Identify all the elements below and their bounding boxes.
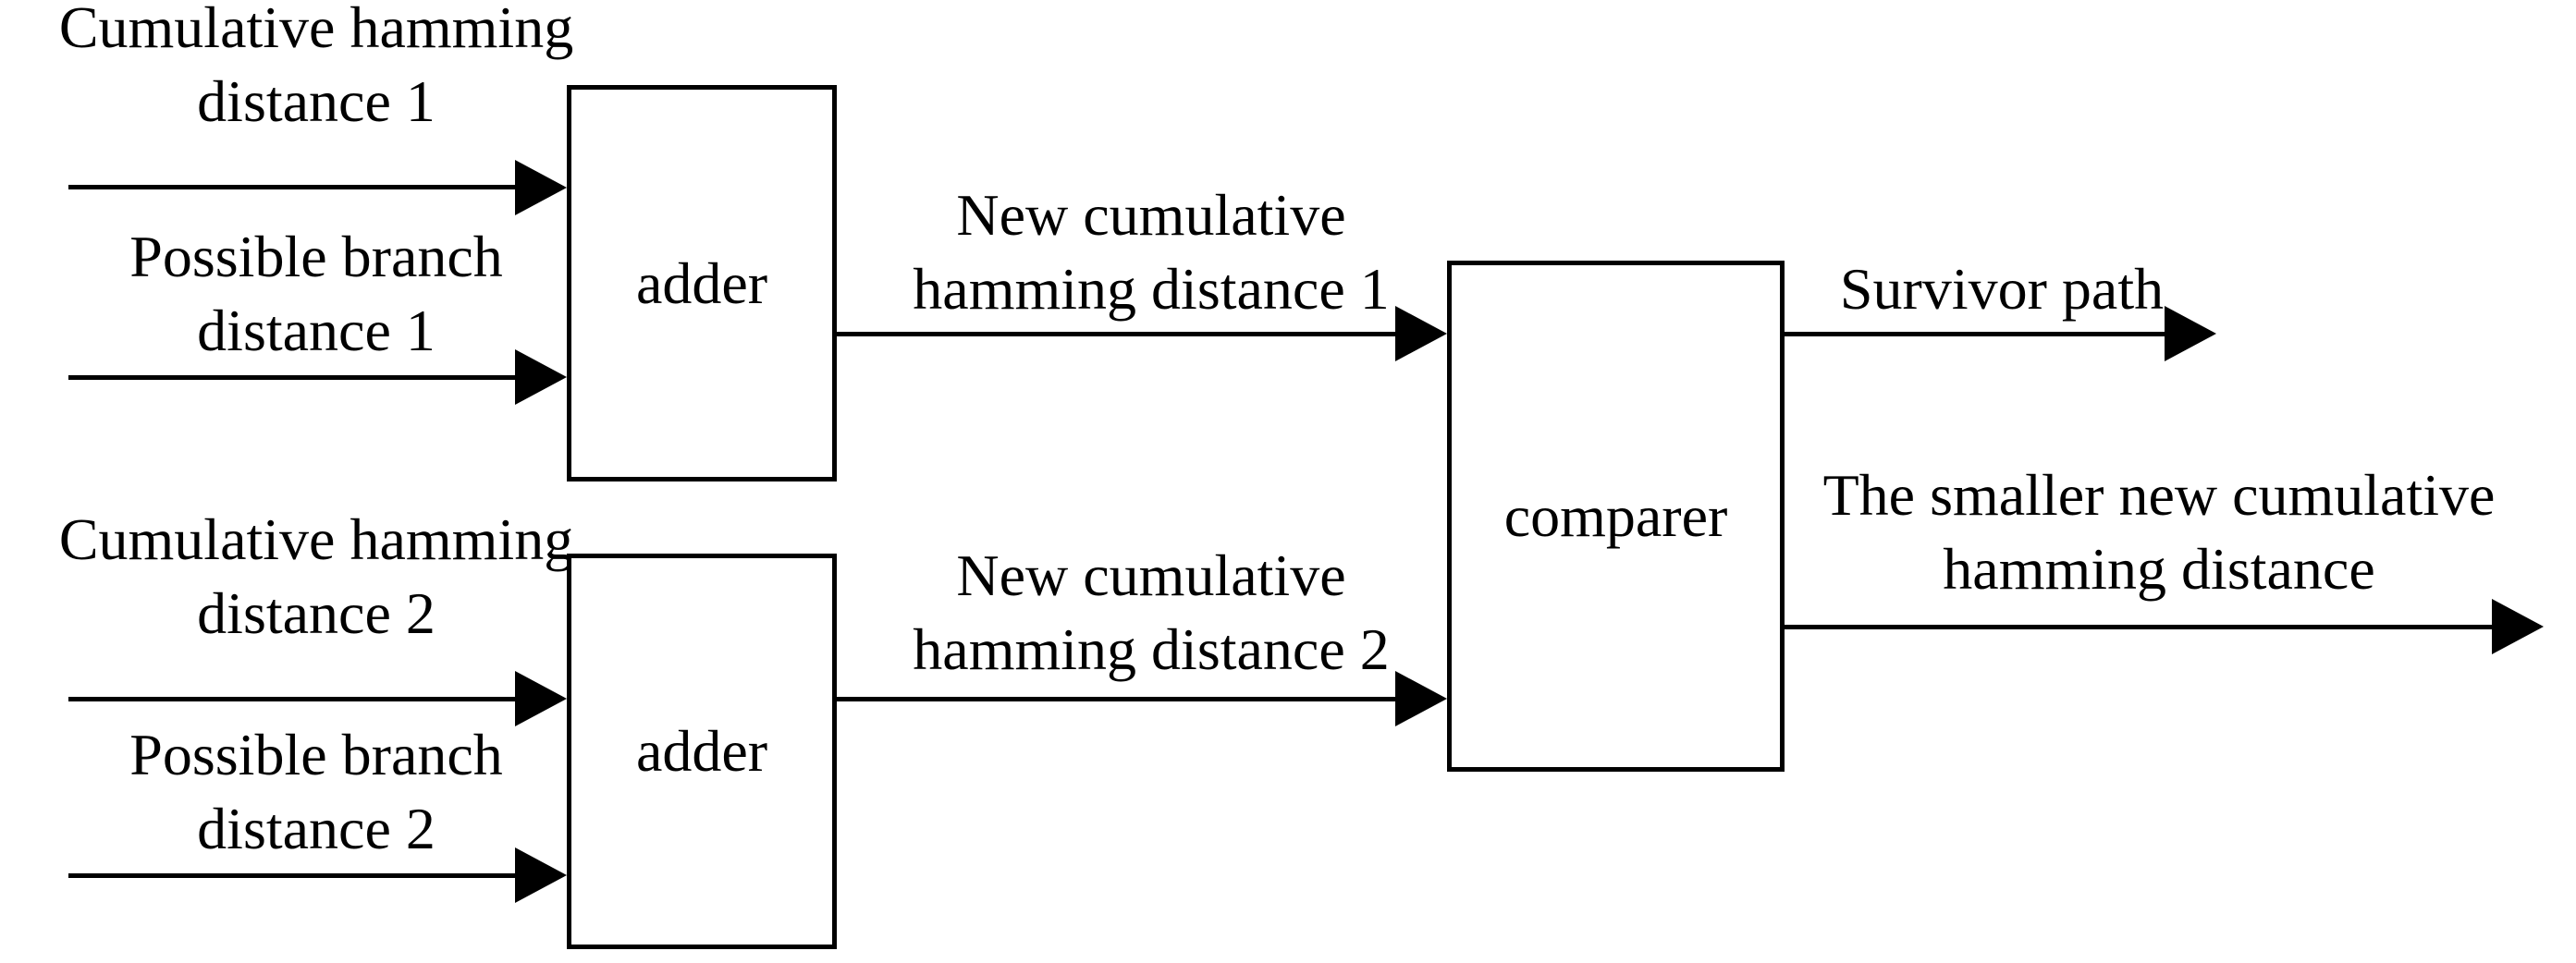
arrow-line bbox=[68, 185, 521, 189]
label-line: New cumulative bbox=[956, 542, 1346, 608]
label-line: distance 2 bbox=[197, 580, 435, 646]
arrowhead-right-icon bbox=[1395, 671, 1447, 726]
adder-2-label: adder bbox=[635, 718, 768, 784]
arrowhead-right-icon bbox=[2165, 306, 2216, 361]
arrow-line bbox=[1785, 625, 2496, 629]
arrowhead-right-icon bbox=[515, 671, 567, 726]
label-possible-branch-distance-2: Possible branch distance 2 bbox=[85, 718, 547, 866]
label-line: Cumulative hamming bbox=[58, 506, 574, 572]
label-line: Possible branch bbox=[129, 224, 503, 289]
arrow-line bbox=[837, 697, 1401, 701]
arrow-line bbox=[837, 332, 1401, 336]
adder-1-label: adder bbox=[635, 250, 768, 316]
label-survivor-path: Survivor path bbox=[1835, 252, 2168, 326]
label-new-cumulative-hamming-distance-1: New cumulative hamming distance 1 bbox=[874, 178, 1429, 326]
label-line: Cumulative hamming bbox=[58, 0, 574, 60]
arrow-line bbox=[68, 697, 521, 701]
arrow-line bbox=[1785, 332, 2168, 336]
arrowhead-right-icon bbox=[515, 847, 567, 903]
label-possible-branch-distance-1: Possible branch distance 1 bbox=[85, 220, 547, 368]
label-line: distance 2 bbox=[197, 796, 435, 861]
arrowhead-right-icon bbox=[1395, 306, 1447, 361]
label-line: hamming distance 2 bbox=[913, 616, 1390, 682]
adder-1-box: adder bbox=[567, 85, 837, 482]
label-new-cumulative-hamming-distance-2: New cumulative hamming distance 2 bbox=[874, 539, 1429, 687]
label-cumulative-hamming-distance-2: Cumulative hamming distance 2 bbox=[39, 503, 594, 651]
label-line: distance 1 bbox=[197, 298, 435, 363]
arrowhead-right-icon bbox=[2492, 599, 2544, 654]
label-line: Survivor path bbox=[1839, 256, 2165, 322]
arrow-line bbox=[68, 375, 521, 380]
label-line: Possible branch bbox=[129, 722, 503, 787]
label-line: hamming distance 1 bbox=[913, 256, 1390, 322]
label-line: New cumulative bbox=[956, 182, 1346, 248]
adder-2-box: adder bbox=[567, 554, 837, 949]
label-cumulative-hamming-distance-1: Cumulative hamming distance 1 bbox=[39, 0, 594, 139]
arrow-line bbox=[68, 873, 521, 878]
label-line: distance 1 bbox=[197, 68, 435, 134]
label-line: The smaller new cumulative bbox=[1822, 462, 2496, 528]
comparer-box: comparer bbox=[1447, 261, 1785, 772]
arrowhead-right-icon bbox=[515, 160, 567, 215]
comparer-label: comparer bbox=[1503, 482, 1728, 549]
arrowhead-right-icon bbox=[515, 349, 567, 405]
label-line: hamming distance bbox=[1943, 536, 2375, 602]
label-smaller-new-cumulative-hamming-distance: The smaller new cumulative hamming dista… bbox=[1808, 458, 2510, 606]
